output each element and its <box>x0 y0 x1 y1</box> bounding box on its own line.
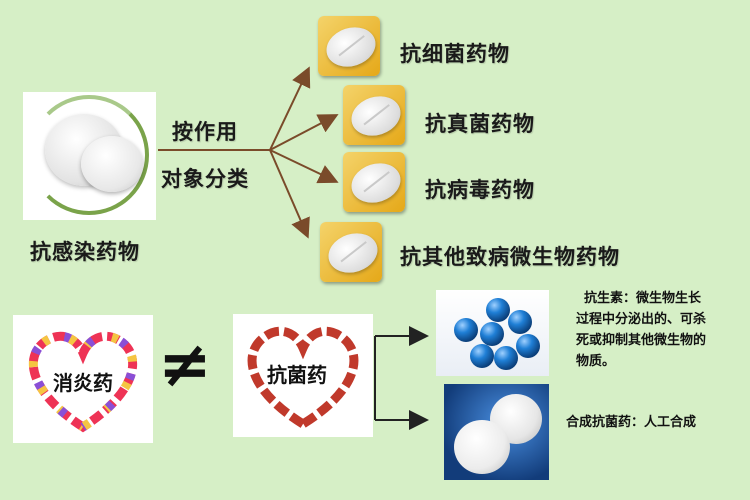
antibacterial-heart-image: 抗菌药 <box>233 314 373 437</box>
antibiotic-text-line-4: 物质。 <box>576 354 616 369</box>
red-pill-heart-icon <box>247 326 359 430</box>
ring <box>29 95 149 215</box>
antibiotic-text-line-2: 过程中分泌出的、可杀 <box>576 312 707 327</box>
criteria-line1: 按作用 <box>172 120 238 144</box>
antibiotic-text-line-1: 抗生素：微生物生长 <box>584 291 702 306</box>
antiviral-pill-icon <box>343 152 405 212</box>
anti-inflammatory-heart-image: 消炎药 <box>13 315 153 443</box>
antibiotic-description: 抗生素：微生物生长 过程中分泌出的、可杀 死或抑制其他微生物的 物质。 <box>576 288 750 372</box>
tablet-left <box>454 420 510 474</box>
synthetic-description: 合成抗菌药：人工合成 <box>566 415 697 430</box>
antibiotic-image <box>436 290 549 376</box>
blue-balls-icon <box>454 298 540 370</box>
antifungal-pill-icon <box>343 85 405 145</box>
category-label-antiviral: 抗病毒药物 <box>425 178 535 202</box>
synthetic-image <box>444 384 549 480</box>
criteria-line2: 对象分类 <box>161 167 249 191</box>
antibacterial-pill-icon <box>318 16 380 76</box>
category-label-antifungal: 抗真菌药物 <box>425 112 535 136</box>
antibiotic-text-line-3: 死或抑制其他微生物的 <box>576 333 707 348</box>
other-pathogen-pill-icon <box>320 222 382 282</box>
tablet-front <box>81 136 143 192</box>
category-label-antibacterial: 抗细菌药物 <box>400 42 510 66</box>
colorful-pill-heart-icon <box>28 331 138 433</box>
category-label-other: 抗其他致病微生物药物 <box>400 245 620 269</box>
main-pill-image <box>23 92 156 220</box>
not-equal-sign: ≠ <box>158 328 212 402</box>
heart2-label: 抗菌药 <box>267 363 327 387</box>
main-label: 抗感染药物 <box>30 240 140 264</box>
heart1-label: 消炎药 <box>53 371 113 395</box>
